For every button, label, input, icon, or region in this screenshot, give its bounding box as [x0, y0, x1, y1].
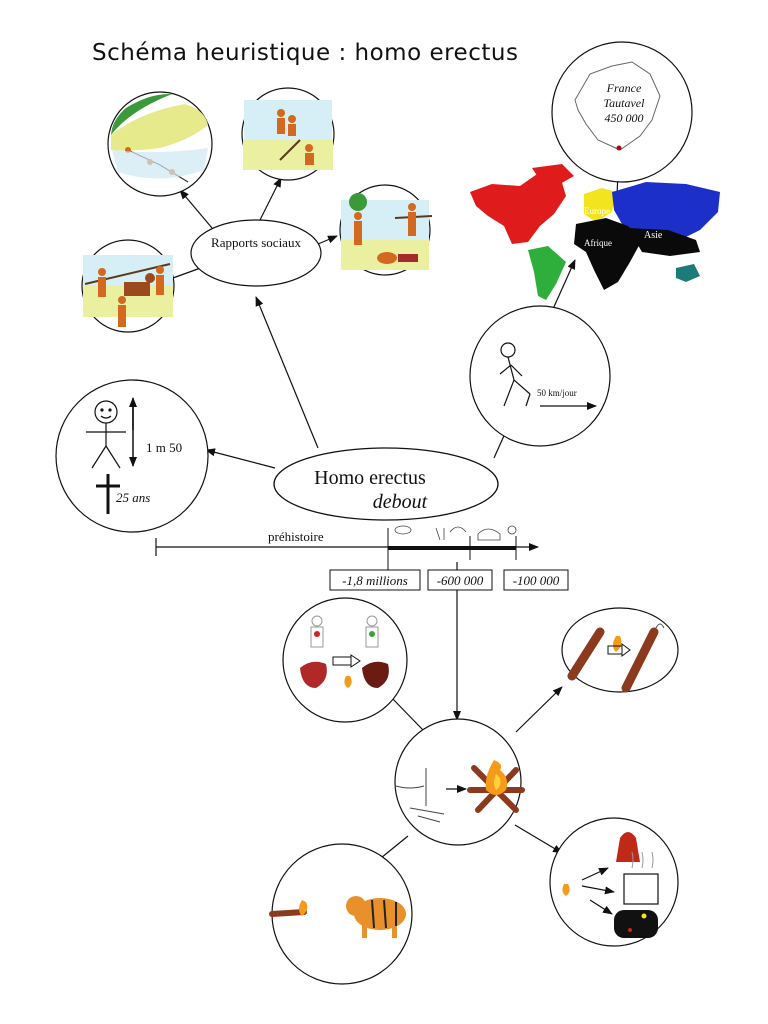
continent-asia: Asie	[644, 230, 663, 241]
center-subtitle: debout	[373, 491, 428, 513]
france-label: France	[606, 81, 642, 95]
coast-scene	[107, 91, 213, 197]
arrow-fire-to-cooking	[514, 824, 563, 854]
fire-icon	[467, 760, 525, 813]
continent-africa: Afrique	[584, 238, 612, 248]
arrow-social-to-coast	[179, 189, 213, 229]
body-outline-icon	[310, 615, 379, 648]
walk-node: 50 km/jour	[469, 305, 611, 447]
height-label: 1 m 50	[146, 440, 182, 455]
torch-stick-icon	[567, 627, 605, 681]
arrow-fire-to-torch	[515, 686, 563, 733]
page-title: Schéma heuristique : homo erectus	[92, 40, 519, 66]
arrow-center-to-body	[205, 448, 276, 469]
torch-icon	[269, 909, 307, 917]
social-node: Rapports sociaux	[190, 219, 322, 287]
date-box-1: -1,8 millions	[329, 569, 421, 591]
digestion-node	[282, 597, 408, 723]
date-box-2: -600 000	[427, 569, 493, 591]
tautavel-marker	[616, 145, 622, 151]
tool-making-scene	[241, 87, 335, 181]
arrow-social-to-tools	[257, 177, 282, 225]
fire-node	[394, 718, 525, 846]
lifespan-label: 25 ans	[116, 490, 150, 505]
tautavel-label: Tautavel	[604, 96, 646, 110]
center-title: Homo erectus	[314, 467, 426, 489]
bell-icon	[616, 832, 640, 862]
line-fire-to-digestion	[388, 694, 424, 731]
cooking-node	[549, 817, 679, 947]
date-2-label: -600 000	[437, 573, 484, 588]
deer-hunt-scene	[81, 239, 175, 333]
walk-speed-label: 50 km/jour	[537, 388, 577, 398]
date-3-label: -100 000	[513, 573, 560, 588]
date-1-label: -1,8 millions	[342, 573, 408, 588]
cooking-pot-icon	[623, 873, 659, 905]
raw-meat-icon	[300, 661, 327, 688]
timeline-label: préhistoire	[268, 529, 324, 544]
social-label: Rapports sociaux	[211, 235, 301, 250]
tiger-icon	[346, 896, 406, 938]
fire-drill-icon	[395, 768, 445, 823]
tiger-node	[269, 843, 413, 985]
center-node: Homo erectus debout	[273, 447, 499, 521]
timeline-pictograms	[394, 525, 517, 541]
stick-figure-icon	[86, 400, 126, 469]
hunters-scene	[339, 184, 433, 276]
torch-lit-icon	[621, 627, 659, 693]
walking-man-icon	[499, 342, 531, 407]
stone-oven-icon	[614, 910, 658, 938]
france-node: France Tautavel 450 000	[551, 41, 693, 183]
cross-icon	[96, 474, 120, 514]
arrow-social-to-hunters	[317, 235, 338, 245]
arrow-center-to-social	[255, 296, 319, 449]
site-date-label: 450 000	[605, 111, 644, 125]
body-node: 1 m 50 25 ans	[55, 379, 209, 533]
torch-node	[561, 607, 679, 693]
continent-europe: Europe	[584, 206, 610, 216]
date-box-3: -100 000	[503, 569, 569, 591]
cooked-meat-icon	[362, 661, 389, 688]
timeline: préhistoire -1,8 millions -600 000 -100 …	[155, 525, 569, 591]
world-map-icon: Europe Afrique Asie	[470, 164, 720, 300]
